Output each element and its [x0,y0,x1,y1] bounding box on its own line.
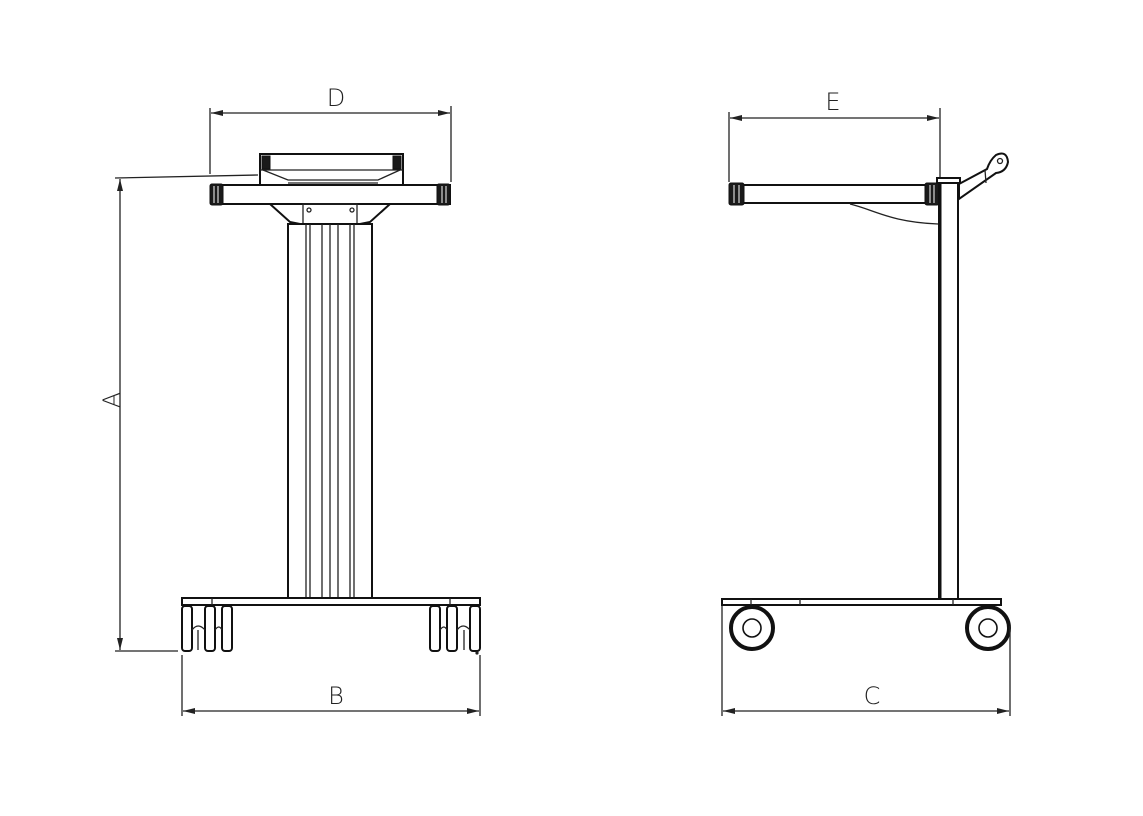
dimension-label-b: B [328,682,344,710]
push-handle [958,152,1010,201]
dimension-a: A [98,174,259,652]
top-tray [259,153,404,187]
dimension-c: C [721,606,1011,716]
dimension-label-c: C [864,682,881,710]
caster-left [181,605,233,652]
dimension-d: D [209,84,452,182]
dimension-label-d: D [327,84,345,112]
side-column [936,177,961,601]
column [287,223,373,599]
side-handle-bar [728,182,940,225]
column-bracket [267,203,393,225]
front-base [181,597,481,606]
front-view: D [98,84,481,716]
caster-right [429,605,481,655]
side-base [721,598,1002,606]
handle-bar [209,183,451,206]
dimension-b: B [181,655,481,716]
dimension-label-a: A [98,392,126,408]
side-view: E [721,88,1011,716]
wheel-right [965,605,1011,651]
wheel-left [729,605,775,651]
dimension-e: E [728,88,941,182]
dimension-label-e: E [825,88,840,116]
